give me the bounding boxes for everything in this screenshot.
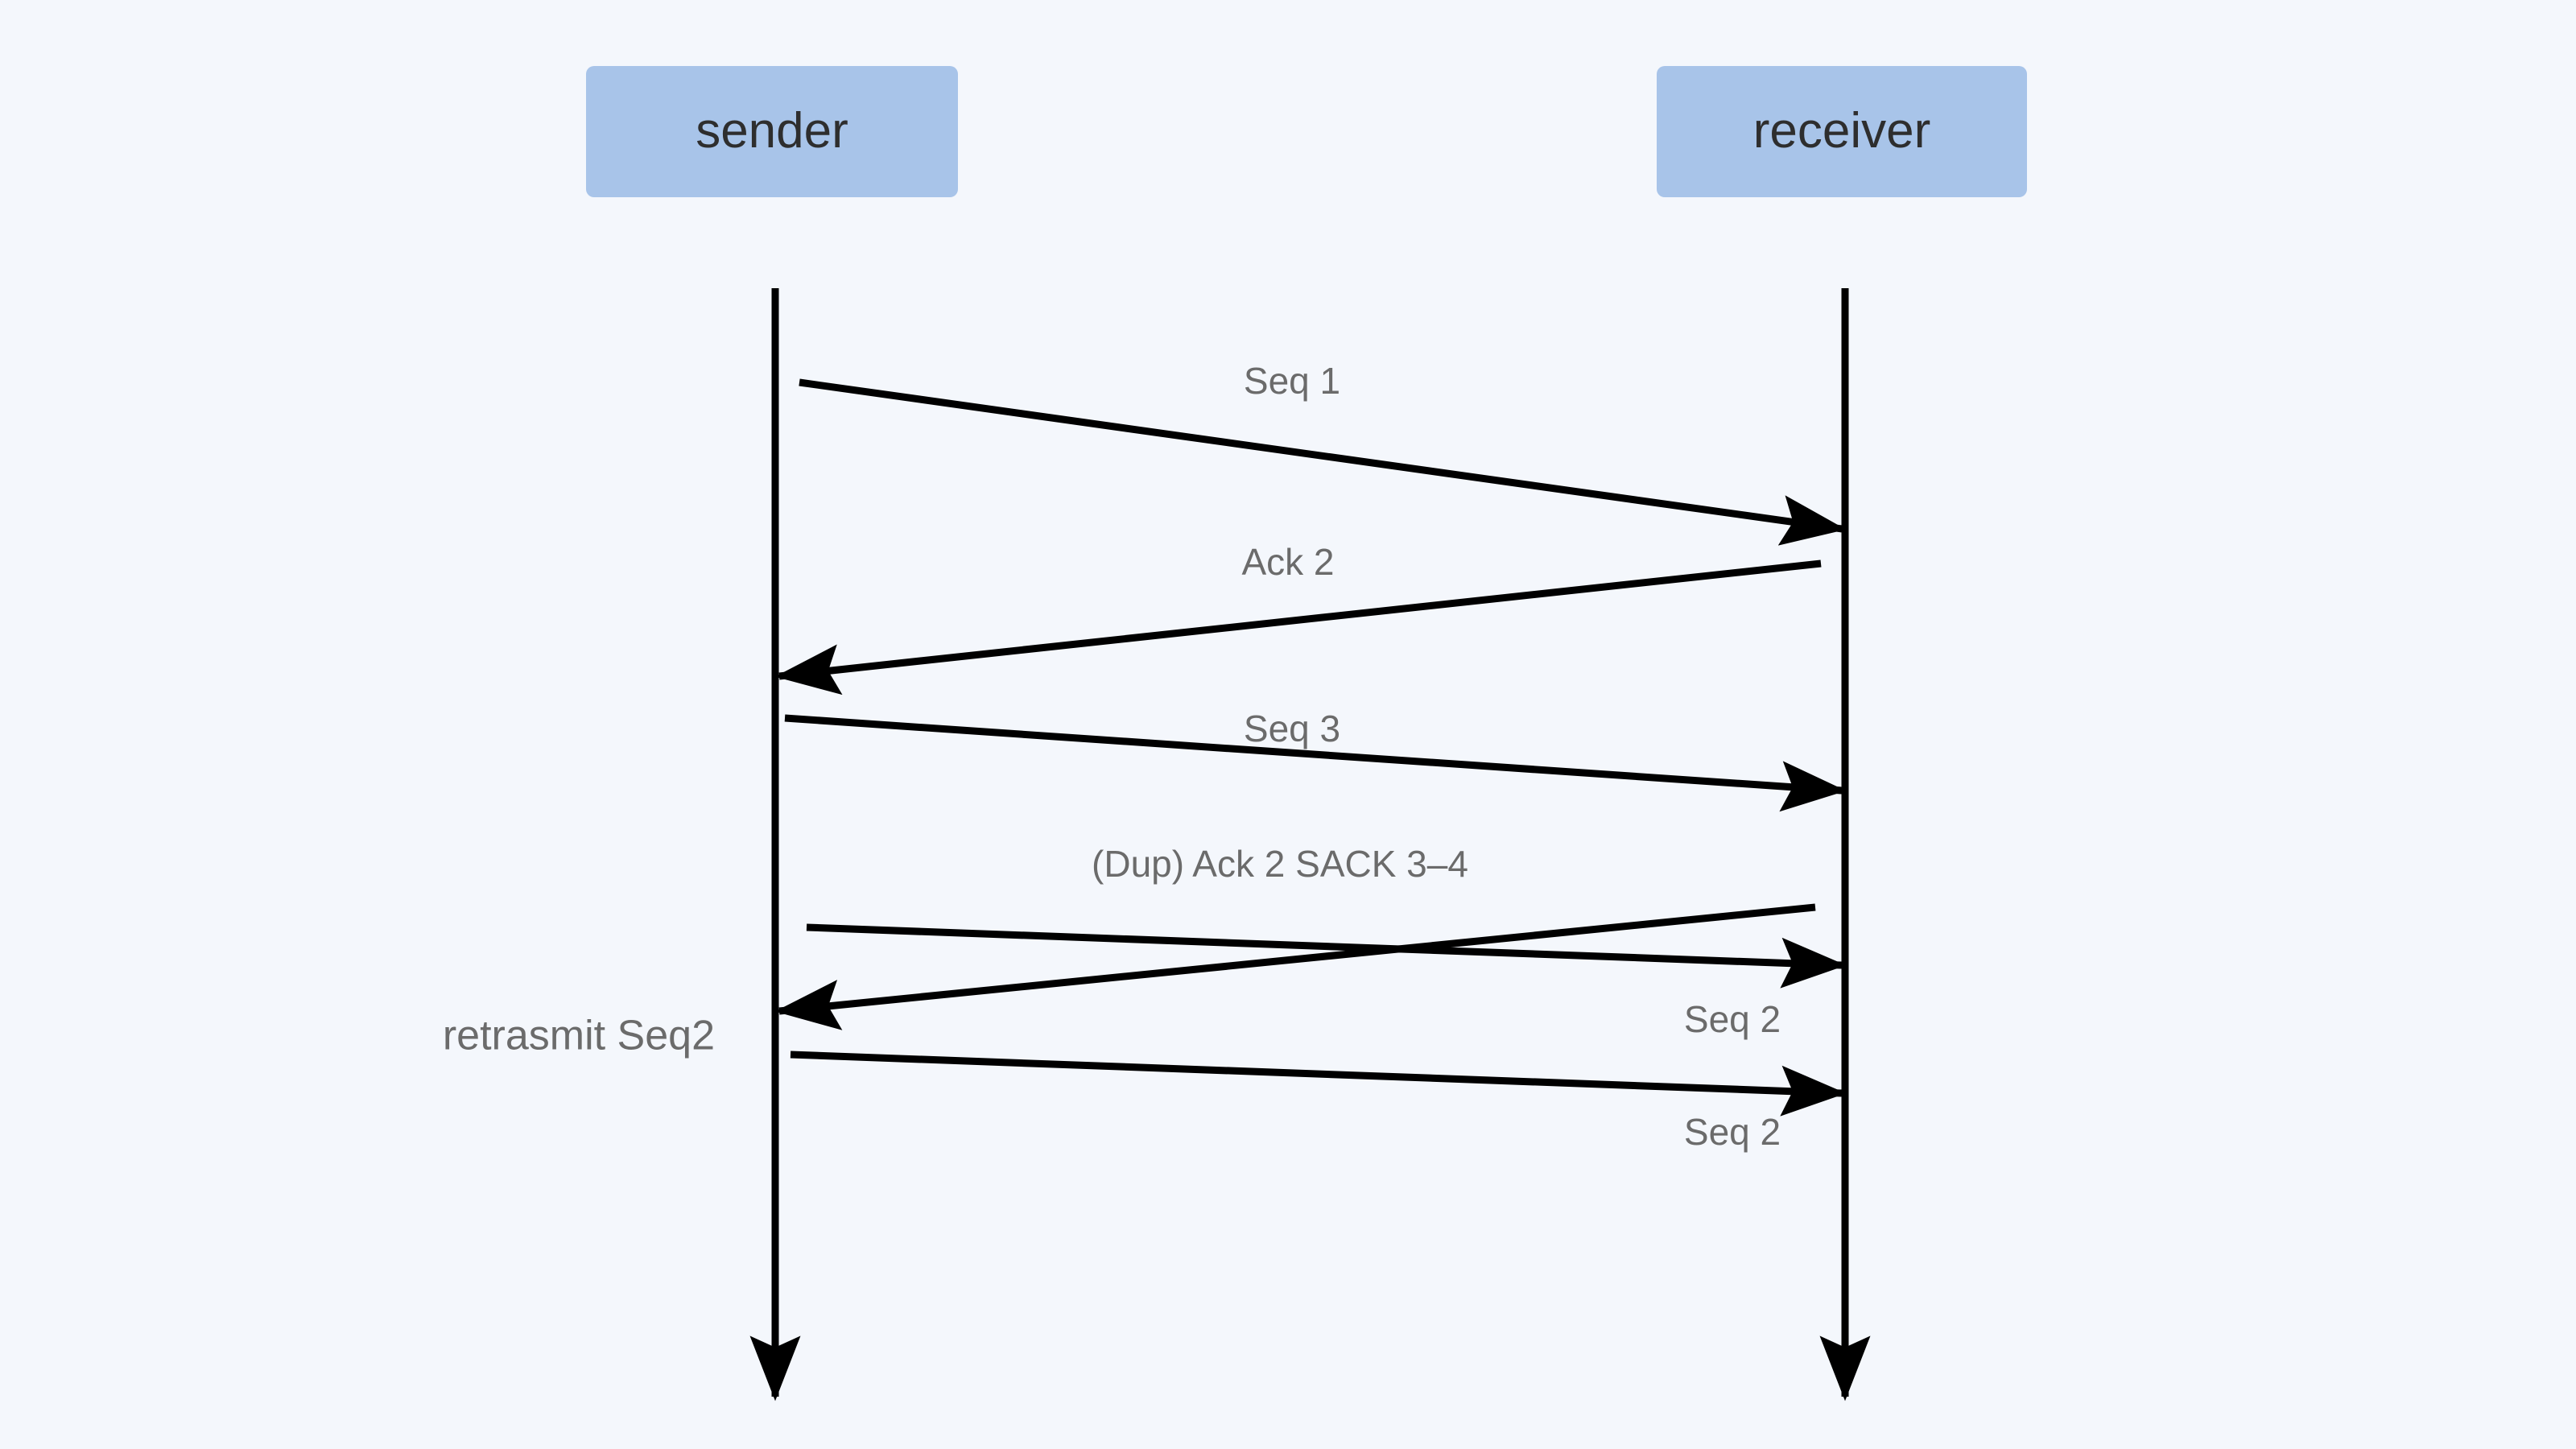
msg-dup-ack-2-sack-arrow (774, 903, 1816, 1030)
msg-seq-1-arrow (799, 378, 1847, 546)
msg-seq-1: Seq 1 (799, 360, 1847, 546)
msg-seq-3: Seq 3 (784, 708, 1847, 812)
participant-receiver[interactable]: receiver (1657, 66, 2027, 197)
msg-seq-2-retransmit: Seq 2 (790, 1051, 1847, 1153)
msg-seq-2-retransmit-arrow (790, 1051, 1847, 1117)
notes-group: retrasmit Seq2 (443, 1013, 715, 1059)
participant-box-receiver[interactable] (1657, 66, 2027, 197)
msg-seq-2-first-arrow (806, 923, 1847, 989)
msg-dup-ack-2-sack: (Dup) Ack 2 SACK 3–4 (774, 843, 1816, 1030)
note-retrasmit-seq2: retrasmit Seq2 (443, 1013, 715, 1059)
participant-sender[interactable]: sender (586, 66, 958, 197)
msg-seq-1-label: Seq 1 (1244, 360, 1340, 402)
msg-seq-3-label: Seq 3 (1244, 708, 1340, 749)
lifelines-group (749, 288, 1871, 1402)
msg-seq-3-arrow (784, 714, 1847, 812)
participants-group: sender receiver (586, 66, 2027, 197)
msg-seq-2-retransmit-label: Seq 2 (1684, 1111, 1781, 1153)
participant-box-sender[interactable] (586, 66, 958, 197)
msg-seq-2-first-label: Seq 2 (1684, 998, 1781, 1040)
msg-ack-2: Ack 2 (774, 541, 1822, 696)
msg-ack-2-arrow (774, 559, 1822, 696)
msg-ack-2-label: Ack 2 (1241, 541, 1334, 583)
participant-label-receiver: receiver (1753, 103, 1931, 159)
participant-label-sender: sender (696, 103, 848, 159)
msg-seq-2-first: Seq 2 (806, 923, 1847, 1040)
msg-dup-ack-2-sack-label: (Dup) Ack 2 SACK 3–4 (1092, 843, 1468, 885)
